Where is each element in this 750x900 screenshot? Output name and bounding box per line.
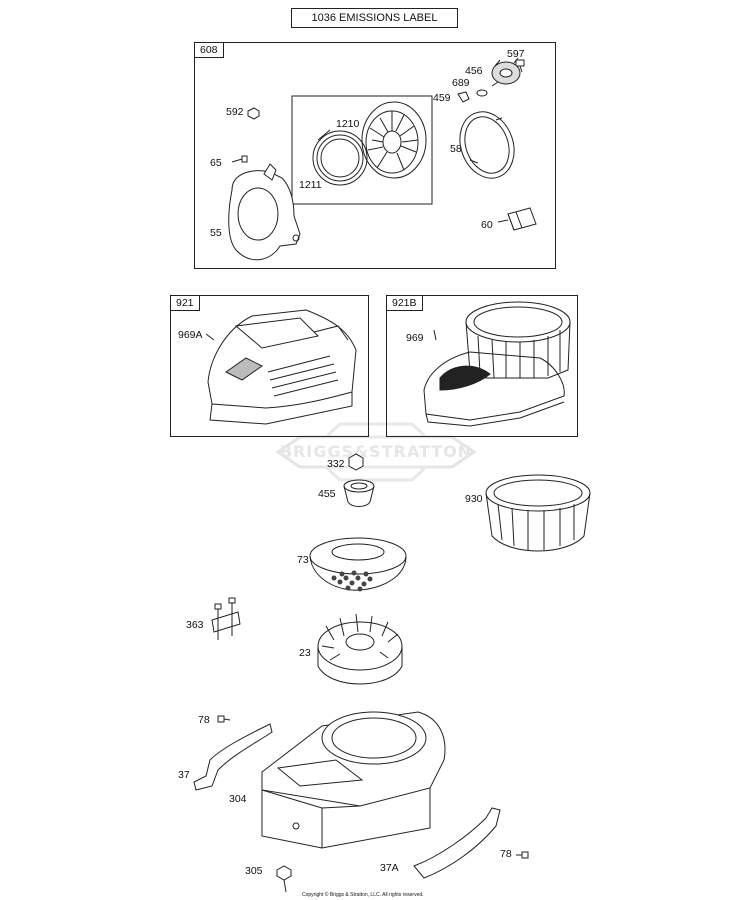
part-37a-baffle xyxy=(413,807,501,879)
callout-37: 37 xyxy=(178,769,190,781)
callout-455: 455 xyxy=(318,488,336,500)
part-65-screw xyxy=(231,155,248,163)
callout-58: 58 xyxy=(450,143,462,155)
group-921-tag: 921 xyxy=(171,296,200,311)
part-58-ring xyxy=(459,111,515,179)
callout-597: 597 xyxy=(507,48,525,60)
group-608-tag: 608 xyxy=(195,43,224,58)
callout-456: 456 xyxy=(465,65,483,77)
callout-23: 23 xyxy=(299,647,311,659)
callout-592: 592 xyxy=(226,106,244,118)
callout-930: 930 xyxy=(465,493,483,505)
part-332-nut xyxy=(348,453,364,471)
part-60-handle xyxy=(497,207,537,231)
part-363-bracket xyxy=(211,597,241,640)
part-73-screen xyxy=(309,537,407,592)
part-305-screw xyxy=(276,865,292,893)
callout-1210: 1210 xyxy=(336,118,360,130)
callout-60: 60 xyxy=(481,219,493,231)
part-55-housing xyxy=(228,163,301,261)
group-921b-frame: 921B xyxy=(386,295,578,437)
part-930-screen xyxy=(485,474,591,552)
part-78b-screw xyxy=(516,851,529,859)
callout-304: 304 xyxy=(229,793,247,805)
callout-78-upper: 78 xyxy=(198,714,210,726)
group-921b-tag: 921B xyxy=(387,296,423,311)
part-921b-cover xyxy=(423,301,571,427)
callout-1211: 1211 xyxy=(299,179,322,191)
part-1211-spring xyxy=(312,129,368,186)
callout-78-lower: 78 xyxy=(500,848,512,860)
callout-65: 65 xyxy=(210,157,222,169)
callout-689: 689 xyxy=(452,77,470,89)
emissions-label-title: 1036 EMISSIONS LABEL xyxy=(291,8,458,28)
part-78a-screw xyxy=(217,715,231,723)
subassembly-frame xyxy=(291,95,433,205)
part-37-bracket xyxy=(193,723,273,791)
brand-watermark: BRIGGS&STRATTON xyxy=(279,442,473,461)
callout-969: 969 xyxy=(406,332,424,344)
callout-37a: 37A xyxy=(380,862,399,874)
part-592-nut xyxy=(247,107,260,120)
part-456-plate xyxy=(491,57,521,87)
part-689-ring xyxy=(476,89,488,97)
callout-363: 363 xyxy=(186,619,204,631)
callout-332: 332 xyxy=(327,458,345,470)
callout-73: 73 xyxy=(297,554,309,566)
part-597-screw xyxy=(515,59,525,73)
callout-305: 305 xyxy=(245,865,263,877)
callout-459: 459 xyxy=(433,92,451,104)
callout-969a: 969A xyxy=(178,329,203,341)
part-459-pawl xyxy=(457,91,470,103)
group-921-frame: 921 xyxy=(170,295,369,437)
part-23-flywheel xyxy=(317,613,403,685)
part-921-cover xyxy=(205,309,357,425)
group-608-frame: 608 xyxy=(194,42,556,269)
part-1210-pulley xyxy=(361,101,427,179)
part-304-housing xyxy=(261,711,446,849)
callout-55: 55 xyxy=(210,227,222,239)
part-455-cup xyxy=(343,479,375,507)
copyright-notice: Copyright © Briggs & Stratton, LLC. All … xyxy=(302,892,424,898)
